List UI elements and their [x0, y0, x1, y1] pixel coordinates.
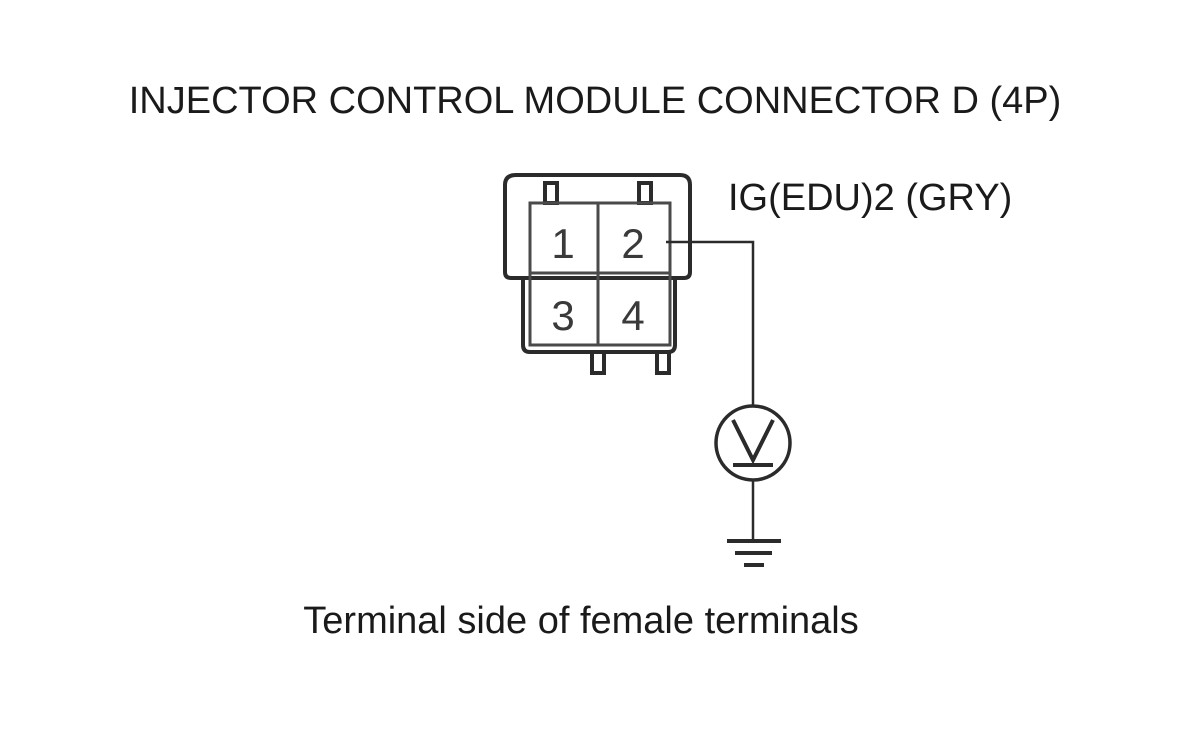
- connector-latch-left: [543, 181, 559, 205]
- diagram-caption: Terminal side of female terminals: [303, 600, 858, 642]
- connector-d: 1 2 3 4: [503, 173, 692, 375]
- ground-icon: [727, 539, 781, 567]
- probe-wire: [666, 240, 755, 406]
- connector-housing-bottom: [521, 278, 677, 354]
- connector-tab-left: [590, 352, 606, 375]
- wire-label: IG(EDU)2 (GRY): [728, 177, 1012, 219]
- diagram-title: INJECTOR CONTROL MODULE CONNECTOR D (4P): [129, 80, 1061, 122]
- connector-housing-top: [503, 173, 692, 280]
- voltmeter-icon: [714, 404, 792, 482]
- connector-latch-right: [637, 181, 653, 205]
- pin-2-label: 2: [621, 220, 644, 267]
- pin-1-label: 1: [551, 220, 574, 267]
- pin-3-label: 3: [551, 292, 574, 339]
- connector-tab-right: [655, 352, 671, 375]
- pin-4-label: 4: [621, 292, 644, 339]
